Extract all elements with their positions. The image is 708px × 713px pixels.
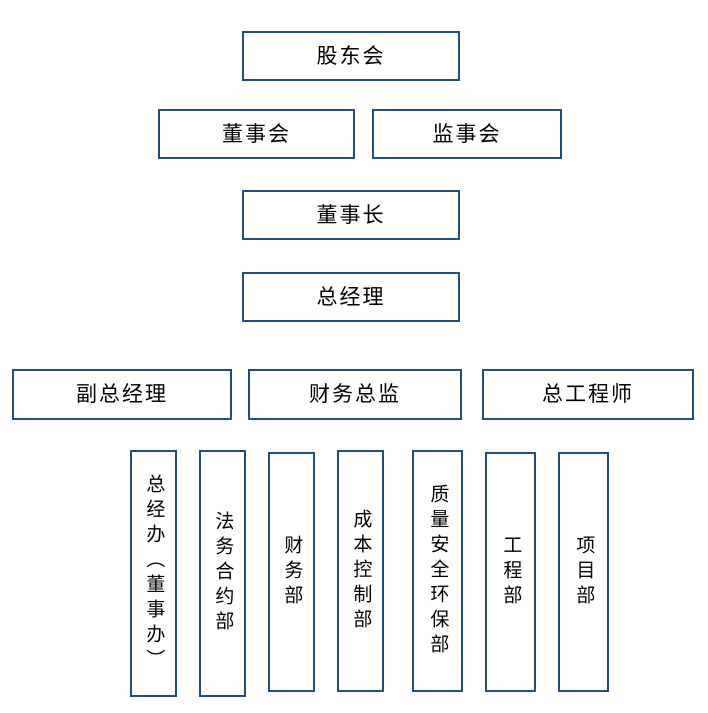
- node-department-general-managers-office[interactable]: 总经办（董事办）: [130, 450, 177, 697]
- node-label: 总经理: [316, 284, 386, 309]
- node-label: 董事会: [222, 121, 291, 146]
- node-label: 质量安全环保部: [427, 483, 450, 659]
- node-department-quality-safety-environment[interactable]: 质量安全环保部: [412, 450, 463, 692]
- node-label: 财务总监: [309, 382, 401, 407]
- node-board-of-supervisors[interactable]: 监事会: [372, 109, 562, 159]
- node-shareholders-meeting[interactable]: 股东会: [242, 31, 460, 81]
- node-label: 总工程师: [542, 382, 634, 407]
- node-cfo[interactable]: 财务总监: [248, 369, 462, 420]
- node-department-engineering[interactable]: 工程部: [485, 452, 536, 692]
- node-label: 董事长: [316, 202, 386, 227]
- node-label: 法务合约部: [212, 511, 235, 636]
- node-department-cost-control[interactable]: 成本控制部: [337, 450, 384, 692]
- node-label: 工程部: [500, 534, 523, 610]
- node-label: 股东会: [316, 43, 386, 68]
- node-department-legal-contract[interactable]: 法务合约部: [199, 450, 246, 697]
- node-department-project[interactable]: 项目部: [558, 452, 609, 692]
- node-label: 副总经理: [76, 382, 168, 407]
- node-label: 监事会: [432, 121, 502, 146]
- node-label: 项目部: [573, 534, 596, 610]
- node-label: 财务部: [281, 534, 304, 610]
- node-board-of-directors[interactable]: 董事会: [158, 109, 355, 159]
- node-chairman[interactable]: 董事长: [242, 190, 460, 240]
- node-chief-engineer[interactable]: 总工程师: [482, 369, 694, 420]
- node-label: 成本控制部: [350, 508, 373, 634]
- node-department-finance[interactable]: 财务部: [268, 452, 315, 692]
- node-deputy-general-manager[interactable]: 副总经理: [12, 369, 232, 420]
- node-label: 总经办（董事办）: [143, 473, 166, 674]
- node-general-manager[interactable]: 总经理: [242, 272, 460, 322]
